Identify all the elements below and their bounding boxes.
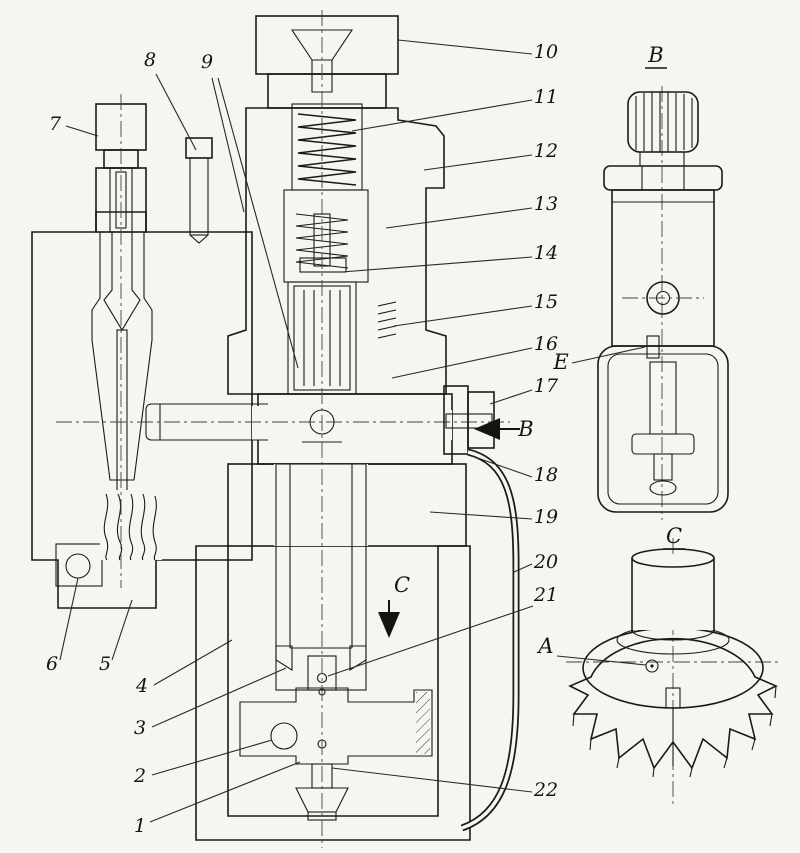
view-label-C: C	[394, 573, 410, 597]
view-label-C: C	[666, 524, 682, 548]
leader-line-9	[211, 77, 245, 213]
valve-junction-block	[252, 393, 453, 465]
view-label-A: A	[536, 634, 553, 658]
top-knob	[255, 15, 399, 109]
leader-line-19	[429, 511, 533, 520]
view-label-E: E	[552, 350, 568, 374]
leader-line-9	[217, 77, 299, 369]
leader-line-17	[489, 389, 533, 405]
leader-line-10	[397, 39, 533, 55]
horizontal-rod	[56, 403, 510, 441]
leader-line-14	[341, 256, 533, 273]
main-section-view	[31, 10, 520, 848]
view-label-B: B	[517, 417, 533, 441]
leader-line-E	[571, 346, 646, 364]
pin-fitting	[185, 137, 213, 244]
callout-20: 20	[533, 551, 558, 573]
hex-collar	[603, 165, 723, 191]
leader-line-13	[385, 207, 533, 229]
leader-line-18	[471, 455, 533, 478]
callout-22: 22	[533, 779, 558, 801]
leader-line-8	[155, 73, 197, 151]
leader-line-6	[59, 577, 79, 661]
upper-spring	[297, 113, 357, 186]
callout-11: 11	[534, 86, 558, 108]
view-c	[566, 538, 782, 808]
knurled-cap	[627, 91, 699, 153]
leader-line-11	[351, 99, 533, 132]
leader-line-3	[151, 667, 287, 728]
callout-14: 14	[534, 242, 558, 264]
plunger-barrel	[275, 463, 367, 691]
coupling	[239, 687, 433, 765]
lower-frame	[597, 345, 729, 513]
leader-line-4	[153, 639, 233, 686]
callout-21: 21	[533, 584, 558, 606]
leader-line-2	[151, 739, 273, 776]
gear-hub-cylinder	[616, 548, 730, 655]
callout-10: 10	[534, 41, 558, 63]
callout-7: 7	[49, 113, 62, 135]
callout-15: 15	[534, 291, 558, 313]
hole-a	[645, 659, 659, 673]
callout-9: 9	[201, 51, 213, 73]
callout-4: 4	[135, 675, 148, 697]
callout-18: 18	[534, 464, 558, 486]
left-housing-block	[31, 211, 253, 609]
callout-17: 17	[534, 375, 559, 397]
callout-12: 12	[534, 140, 558, 162]
callout-16: 16	[534, 333, 558, 355]
callout-1: 1	[134, 815, 146, 837]
leader-line-A	[556, 655, 647, 666]
callout-3: 3	[134, 717, 146, 739]
leader-line-7	[65, 125, 99, 137]
leader-line-20	[513, 563, 533, 573]
slot-e	[646, 335, 660, 359]
pump-body-exterior	[611, 189, 715, 359]
left-fitting	[95, 94, 147, 588]
callout-2: 2	[133, 765, 146, 787]
grain-texture	[100, 490, 162, 561]
callout-8: 8	[144, 49, 156, 71]
lower-guide-block	[227, 463, 467, 547]
leader-line-5	[111, 599, 133, 661]
external-tube	[460, 448, 520, 832]
callout-19: 19	[534, 506, 558, 528]
leader-line-21	[327, 605, 534, 677]
outer-housing	[195, 545, 471, 841]
callout-5: 5	[99, 653, 111, 675]
view-b	[597, 86, 729, 520]
leader-line-12	[423, 154, 533, 171]
leader-line-22	[331, 767, 533, 793]
thread-ticks	[377, 301, 397, 339]
callout-13: 13	[534, 193, 558, 215]
leader-line-16	[391, 347, 533, 379]
view-label-B: B	[647, 43, 663, 67]
pump-body	[227, 103, 447, 395]
leader-line-15	[393, 305, 533, 327]
leader-line-1	[149, 761, 301, 823]
callout-6: 6	[46, 653, 58, 675]
